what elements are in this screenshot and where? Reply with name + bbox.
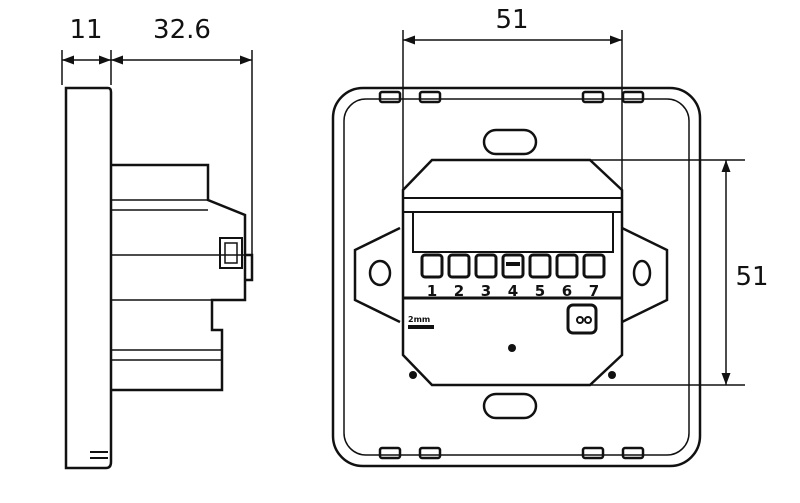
- terminal-labels: 1 2 3 4 5 6 7: [427, 282, 599, 300]
- terminal-label-7: 7: [589, 282, 599, 300]
- dim-front-depth: 11: [69, 15, 102, 45]
- wire-strip-label: 2mm: [408, 315, 430, 324]
- terminal-label-3: 3: [481, 282, 491, 300]
- terminal-label-2: 2: [454, 282, 464, 300]
- side-dimension-lines: [61, 50, 253, 255]
- terminal-label-5: 5: [535, 282, 545, 300]
- terminal-screws: [420, 253, 606, 279]
- terminal-label-6: 6: [562, 282, 572, 300]
- wire-strip-gauge: [408, 325, 434, 329]
- side-view: [64, 86, 254, 470]
- terminal-label-4: 4: [508, 282, 518, 300]
- dim-body-depth: 32.6: [153, 15, 211, 45]
- back-dimension-lines: [402, 30, 745, 386]
- dim-back-height: 51: [735, 262, 768, 292]
- dim-back-width: 51: [495, 5, 528, 35]
- back-view: [331, 86, 702, 468]
- terminal-label-1: 1: [427, 282, 437, 300]
